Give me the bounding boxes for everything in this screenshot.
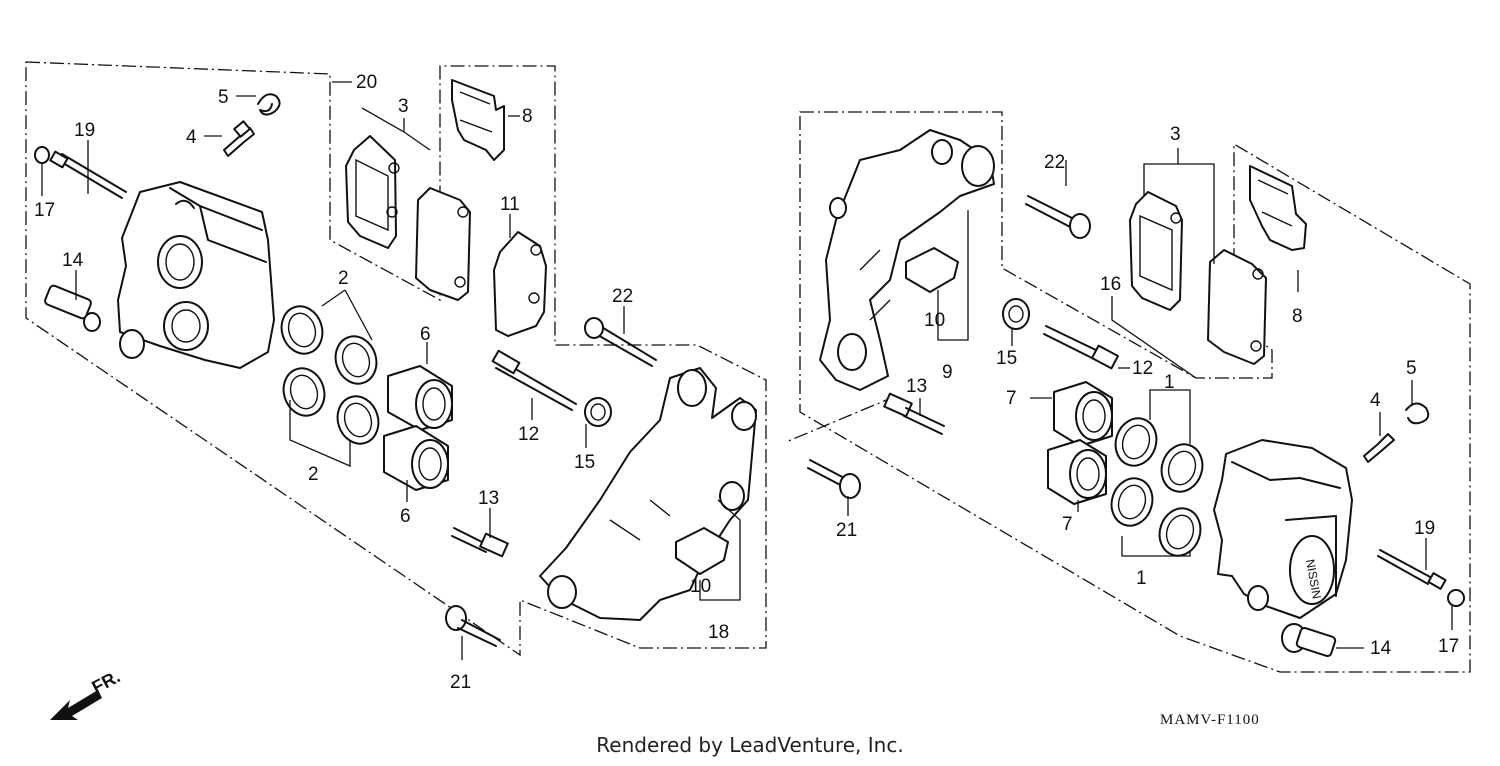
callout-18-left: 18	[708, 622, 729, 643]
part-10-clip-left	[675, 527, 729, 575]
callout-8-right: 8	[1292, 306, 1303, 327]
callout-17-right: 17	[1438, 636, 1459, 657]
part-19-pin-right	[1377, 549, 1447, 590]
callout-21-right: 21	[836, 520, 857, 541]
left-bracket	[539, 367, 757, 621]
part-1-seals-right	[1110, 417, 1204, 557]
part-3-pads-right	[1129, 191, 1267, 365]
part-17-cap-left	[34, 146, 50, 164]
part-19-pin-left	[49, 150, 127, 199]
callout-5-right: 5	[1406, 358, 1417, 379]
callout-13-left: 13	[478, 488, 499, 509]
part-8-plate-right	[1249, 165, 1307, 251]
left-assembly-outline	[25, 61, 767, 657]
callout-2-top-left: 2	[338, 268, 349, 289]
callout-19-right: 19	[1414, 518, 1435, 539]
part-3-pads-left	[345, 135, 471, 301]
left-caliper-body	[117, 181, 275, 369]
part-15-boot-right	[1002, 298, 1030, 330]
callout-1-top-right: 1	[1164, 372, 1175, 393]
callout-8-left: 8	[522, 106, 533, 127]
callout-21-left: 21	[450, 672, 471, 693]
callout-22-right: 22	[1044, 152, 1065, 173]
part-5-spring-left	[257, 93, 281, 116]
part-11-shim-left	[493, 231, 547, 337]
part-7-pistons-right	[1047, 381, 1113, 505]
callout-14-left: 14	[62, 250, 84, 271]
callout-9-right: 9	[942, 362, 953, 383]
part-14-bolt-right	[1281, 623, 1337, 658]
part-8-plate-left	[451, 79, 505, 161]
callout-10-left: 10	[690, 576, 711, 597]
callout-15-left: 15	[574, 452, 595, 473]
part-4-bleeder-right	[1363, 433, 1395, 463]
callout-12-right: 12	[1132, 358, 1153, 379]
caliper-brand-text: NISSIN	[1303, 558, 1324, 600]
part-17-cap-right	[1447, 589, 1465, 607]
part-6-pistons-left	[383, 365, 453, 491]
callout-2-bottom-left: 2	[308, 464, 319, 485]
part-22-bolt-left	[584, 317, 657, 367]
part-22-bolt-right	[1025, 195, 1091, 239]
render-credit: Rendered by LeadVenture, Inc.	[596, 733, 904, 757]
callout-14-right: 14	[1370, 638, 1392, 659]
callout-13-right: 13	[906, 376, 927, 397]
callout-16-right: 16	[1100, 274, 1121, 295]
part-21-bolt-left	[445, 605, 501, 647]
left-leader-lines	[41, 81, 741, 660]
callout-7-top-right: 7	[1006, 388, 1017, 409]
front-arrow-icon	[50, 690, 102, 720]
callout-19-left: 19	[74, 120, 95, 141]
drawing-code: MAMV-F1100	[1160, 712, 1260, 728]
callout-22-left: 22	[612, 286, 633, 307]
callout-17-left: 17	[34, 200, 55, 221]
right-callouts: 22 3 16 8 15 12 10 9 13 7 7 1 1 21 4 5 1…	[836, 124, 1459, 659]
part-4-bleeder-left	[223, 120, 255, 157]
callout-4-left: 4	[186, 127, 197, 148]
callout-6-top-left: 6	[420, 324, 431, 345]
part-12-pin-left	[491, 349, 577, 411]
callout-10-right: 10	[924, 310, 945, 331]
callout-4-right: 4	[1370, 390, 1381, 411]
right-leader-lines	[847, 148, 1453, 649]
right-caliper-body: NISSIN	[1213, 439, 1353, 619]
part-2-seals-left	[280, 305, 380, 445]
callout-6-bottom-left: 6	[400, 506, 411, 527]
front-direction-indicator: FR.	[50, 666, 123, 720]
part-13-pin-left	[451, 527, 509, 558]
callout-11-left: 11	[500, 194, 520, 215]
callout-3-right: 3	[1170, 124, 1181, 145]
callout-12-left: 12	[518, 424, 539, 445]
part-5-spring-right	[1405, 402, 1430, 425]
part-15-boot-left	[584, 397, 612, 427]
part-14-bolt-left	[44, 284, 101, 332]
part-12-pin-right	[1043, 325, 1119, 370]
right-assembly-outline	[785, 111, 1471, 673]
part-13-pin-right	[883, 392, 945, 435]
callout-15-right: 15	[996, 348, 1017, 369]
callout-3-left: 3	[398, 96, 409, 117]
callout-20-left: 20	[356, 72, 377, 93]
callout-5-left: 5	[218, 87, 229, 108]
part-10-clip-right	[905, 247, 959, 293]
right-bracket	[819, 129, 995, 391]
part-21-bolt-right	[807, 459, 861, 499]
callout-7-bottom-right: 7	[1062, 514, 1073, 535]
callout-1-bottom-right: 1	[1136, 568, 1147, 589]
left-callouts: 20 5 4 19 17 14 3 8 11 2 2 6 6 12 15 22 …	[34, 72, 729, 693]
